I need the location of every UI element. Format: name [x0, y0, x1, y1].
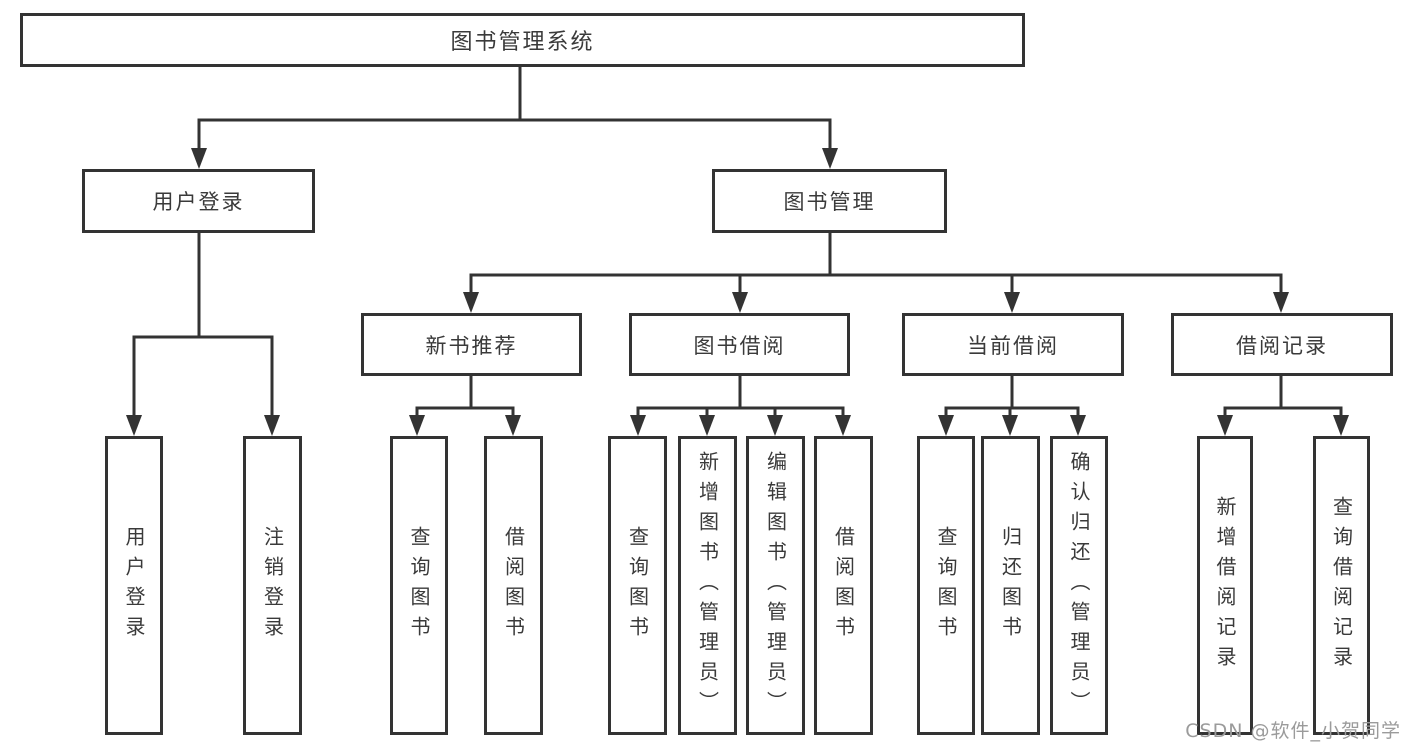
- node-book-management-label: 图书管理: [783, 190, 876, 214]
- leaf-borrow-borrow-books-label: 借阅图书: [831, 525, 856, 646]
- leaf-current-query-books: 查询图书: [917, 436, 975, 735]
- arrowheads-level2: [191, 148, 838, 169]
- arrowheads-newbook: [409, 415, 521, 436]
- node-book-management: 图书管理: [712, 169, 947, 233]
- leaf-newbook-query-books-label: 查询图书: [407, 525, 431, 646]
- leaf-newbook-borrow-books-label: 借阅图书: [501, 525, 526, 646]
- leaf-borrow-query-books-label: 查询图书: [625, 525, 650, 646]
- connector-mgmt-to-level3: [469, 233, 1283, 294]
- node-book-borrow-label: 图书借阅: [693, 333, 786, 358]
- leaf-current-confirm-return-admin-label: 确认归还（管理员）: [1067, 450, 1091, 721]
- leaf-borrow-add-books-admin-label: 新增图书（管理员）: [695, 450, 720, 721]
- node-library-system-label: 图书管理系统: [450, 30, 595, 55]
- connector-userlogin-to-leaves: [132, 233, 274, 418]
- leaf-borrow-add-books-admin: 新增图书（管理员）: [678, 436, 737, 735]
- node-library-system: 图书管理系统: [20, 13, 1025, 67]
- leaf-current-return-books: 归还图书: [981, 436, 1040, 735]
- leaf-newbook-borrow-books: 借阅图书: [484, 436, 543, 735]
- arrowheads-userlogin: [126, 415, 280, 436]
- connector-root-to-level2: [197, 67, 832, 150]
- leaf-user-login: 用户登录: [105, 436, 163, 735]
- arrowheads-current: [938, 415, 1086, 436]
- leaf-borrow-borrow-books: 借阅图书: [814, 436, 873, 735]
- node-borrow-record-label: 借阅记录: [1236, 333, 1328, 358]
- connector-newbook-to-leaves: [415, 376, 515, 418]
- node-book-borrow: 图书借阅: [629, 313, 850, 376]
- node-user-login-label: 用户登录: [152, 190, 245, 214]
- leaf-logout: 注销登录: [243, 436, 302, 735]
- node-borrow-record: 借阅记录: [1171, 313, 1393, 376]
- leaf-record-query-borrow-record-label: 查询借阅记录: [1329, 495, 1354, 676]
- arrowheads-level3: [463, 292, 1289, 313]
- leaf-current-return-books-label: 归还图书: [998, 525, 1023, 646]
- connector-current-to-leaves: [944, 376, 1080, 418]
- leaf-logout-label: 注销登录: [260, 525, 285, 646]
- node-new-book-recommend-label: 新书推荐: [425, 333, 518, 358]
- arrowheads-borrow: [630, 415, 851, 436]
- leaf-borrow-edit-books-admin-label: 编辑图书（管理员）: [763, 450, 788, 721]
- node-current-borrow-label: 当前借阅: [967, 333, 1059, 358]
- leaf-newbook-query-books: 查询图书: [390, 436, 448, 735]
- node-user-login: 用户登录: [82, 169, 315, 233]
- node-new-book-recommend: 新书推荐: [361, 313, 582, 376]
- connector-borrow-to-leaves: [636, 376, 845, 418]
- leaf-current-query-books-label: 查询图书: [934, 525, 958, 646]
- leaf-borrow-edit-books-admin: 编辑图书（管理员）: [746, 436, 805, 735]
- connector-record-to-leaves: [1223, 376, 1343, 418]
- leaf-user-login-label: 用户登录: [122, 525, 146, 646]
- leaf-record-add-borrow-record-label: 新增借阅记录: [1213, 495, 1237, 676]
- leaf-record-add-borrow-record: 新增借阅记录: [1197, 436, 1253, 735]
- csdn-watermark: CSDN @软件_小贺同学: [1185, 720, 1401, 742]
- leaf-borrow-query-books: 查询图书: [608, 436, 667, 735]
- node-current-borrow: 当前借阅: [902, 313, 1124, 376]
- leaf-current-confirm-return-admin: 确认归还（管理员）: [1050, 436, 1108, 735]
- leaf-record-query-borrow-record: 查询借阅记录: [1313, 436, 1370, 735]
- arrowheads-record: [1217, 415, 1349, 436]
